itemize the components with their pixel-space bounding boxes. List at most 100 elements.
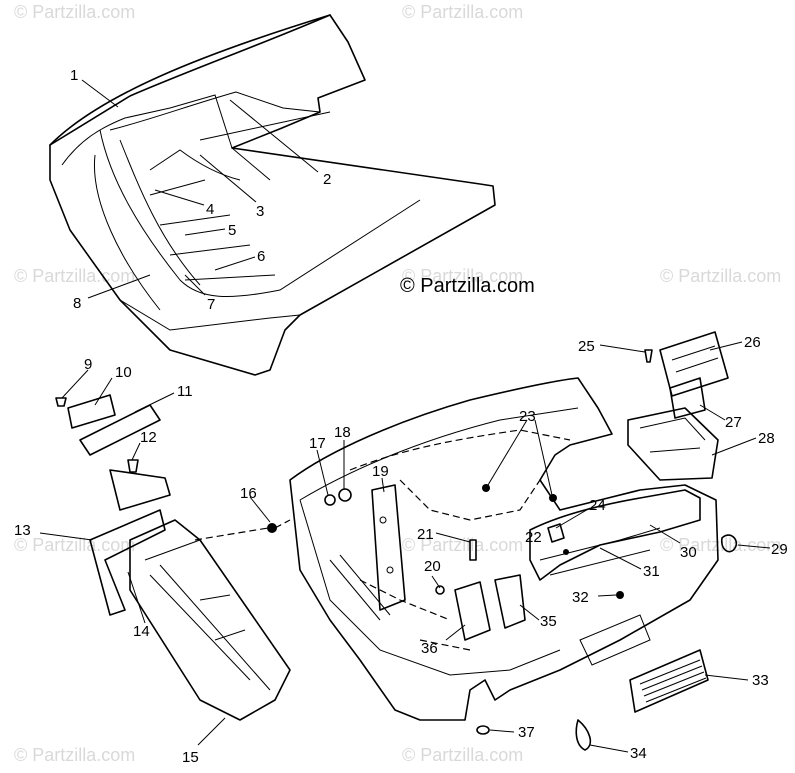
watermark: © Partzilla.com [14, 2, 136, 22]
callout-13: 13 [14, 522, 31, 539]
callout-33: 33 [752, 672, 769, 689]
pad-27 [669, 377, 706, 419]
callout-30: 30 [680, 544, 697, 561]
panel-15-detail [144, 539, 271, 691]
callout-19: 19 [372, 463, 389, 480]
callout-8: 8 [73, 295, 81, 312]
callout-32: 32 [572, 589, 589, 606]
callout-21: 21 [417, 526, 434, 543]
callout-5: 5 [228, 222, 236, 239]
bracket-hole [379, 516, 387, 524]
pin-29 [720, 534, 738, 553]
lid-26-rivets [671, 345, 719, 373]
trim-13 [89, 509, 166, 616]
washer-18 [338, 488, 352, 502]
guard-30 [529, 489, 701, 581]
clip-22 [547, 523, 565, 543]
seat-cushion-top [61, 94, 271, 181]
hardware [194, 349, 738, 751]
callout-11: 11 [177, 383, 193, 400]
callout-18: 18 [334, 424, 351, 441]
seat-outer-shell [49, 14, 496, 376]
seat-bottom-edge [119, 299, 301, 331]
trim-14 [109, 469, 171, 511]
lower-body-assembly [289, 331, 729, 721]
washer-16 [267, 523, 277, 533]
callout-34: 34 [630, 745, 647, 762]
washer-17 [324, 494, 336, 506]
lid-26 [659, 331, 729, 397]
body-hidden-outline [349, 429, 571, 651]
callout-17: 17 [309, 435, 326, 452]
box-28 [627, 407, 719, 481]
seat-backrest-inner [119, 139, 241, 286]
callout-26: 26 [744, 334, 761, 351]
callout-14: 14 [133, 623, 150, 640]
watermark: © Partzilla.com [14, 535, 136, 555]
partzilla-brand-label: © Partzilla.com [400, 275, 535, 297]
callout-2: 2 [323, 171, 331, 188]
screw-9 [55, 397, 67, 407]
callout-37: 37 [518, 724, 535, 741]
watermark: © Partzilla.com [660, 535, 782, 555]
plate-10 [67, 394, 116, 429]
callout-20: 20 [424, 558, 441, 575]
watermark: © Partzilla.com [14, 266, 136, 286]
watermark: © Partzilla.com [402, 2, 524, 22]
plate-33 [629, 649, 709, 713]
watermark: © Partzilla.com [402, 266, 524, 286]
callout-35: 35 [540, 613, 557, 630]
side-panel-assembly [55, 394, 291, 721]
callout-1: 1 [70, 67, 78, 84]
rivet-32 [616, 591, 624, 599]
callout-labels: 1 2 3 4 5 6 7 8 9 10 11 12 13 14 15 16 1… [14, 67, 788, 766]
cable-34 [575, 719, 592, 751]
hinge-35 [494, 574, 526, 629]
callout-31: 31 [643, 563, 660, 580]
callout-27: 27 [725, 414, 742, 431]
callout-16: 16 [240, 485, 257, 502]
seat-assembly [49, 14, 496, 376]
seat-ribs [149, 179, 276, 281]
callout-22: 22 [525, 529, 542, 546]
callout-10: 10 [115, 364, 132, 381]
watermark: © Partzilla.com [14, 745, 136, 765]
watermark: © Partzilla.com [402, 745, 524, 765]
assembly-line [194, 527, 269, 541]
body-slot [329, 554, 391, 621]
callout-23: 23 [519, 408, 536, 425]
rivet-23b [549, 494, 557, 502]
callout-6: 6 [257, 248, 265, 265]
panel-15 [129, 519, 291, 721]
bracket-hole [386, 566, 394, 574]
callout-9: 9 [84, 356, 92, 373]
seat-side-strip [93, 154, 161, 311]
assembly-line [274, 519, 291, 529]
watermark: © Partzilla.com [660, 266, 782, 286]
callout-25: 25 [578, 338, 595, 355]
seat-rim [49, 14, 331, 146]
callout-15: 15 [182, 749, 199, 766]
bracket-19 [371, 484, 406, 611]
screw-21 [469, 539, 477, 561]
plate-33-grill [639, 659, 707, 703]
callout-29: 29 [771, 541, 788, 558]
callout-7: 7 [207, 296, 215, 313]
watermark: © Partzilla.com [402, 535, 524, 555]
nut-20 [435, 585, 445, 595]
grommet-37 [476, 725, 490, 735]
callout-3: 3 [256, 203, 264, 220]
rivet-23a [482, 484, 490, 492]
seat-backrest [99, 129, 421, 297]
bolt-12 [127, 459, 139, 473]
bumper-strip [579, 614, 651, 666]
leader-lines [39, 79, 771, 753]
guard-31-strip [539, 527, 661, 576]
screw-25 [644, 349, 653, 363]
callout-24: 24 [589, 497, 606, 514]
hinge-36 [454, 581, 491, 641]
callout-12: 12 [140, 429, 157, 446]
callout-36: 36 [421, 640, 438, 657]
